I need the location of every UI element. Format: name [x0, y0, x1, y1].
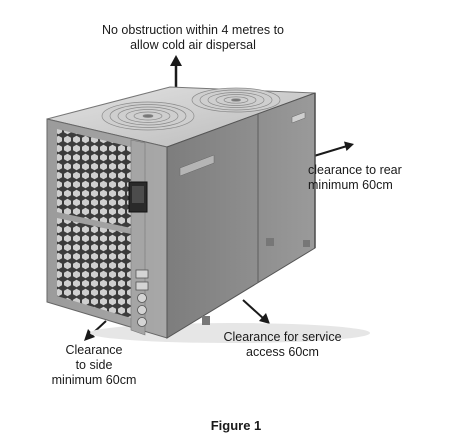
fan-guard-icon	[101, 101, 195, 131]
arrow-up-icon	[170, 55, 182, 88]
label-service-clearance: Clearance for service access 60cm	[210, 330, 355, 360]
pipe-connectors	[135, 269, 149, 327]
brand-logo	[179, 154, 215, 177]
figure-caption: Figure 1	[210, 418, 262, 433]
label-overhead-clearance: No obstruction within 4 metres to allow …	[70, 23, 316, 53]
label-line: access 60cm	[246, 345, 319, 359]
label-line: Clearance for service	[223, 330, 342, 344]
side-grille	[57, 129, 131, 228]
label-line: Clearance	[65, 343, 123, 357]
badge	[291, 111, 306, 124]
control-panel	[128, 181, 148, 213]
label-line: minimum 60cm	[308, 178, 393, 192]
label-line: clearance to rear	[308, 163, 402, 177]
arrow-rear-icon	[313, 141, 354, 157]
label-line: to side	[75, 358, 113, 372]
label-side-clearance: Clearance to side minimum 60cm	[40, 343, 148, 388]
label-line: minimum 60cm	[51, 373, 137, 387]
heat-pump-unit	[46, 86, 370, 343]
label-line: allow cold air dispersal	[130, 38, 256, 52]
label-line: No obstruction within 4 metres to	[101, 23, 285, 37]
side-grille	[57, 218, 131, 318]
label-rear-clearance: clearance to rear minimum 60cm	[308, 163, 402, 193]
arrow-service-icon	[242, 299, 270, 324]
fan-guard-icon	[191, 87, 281, 113]
